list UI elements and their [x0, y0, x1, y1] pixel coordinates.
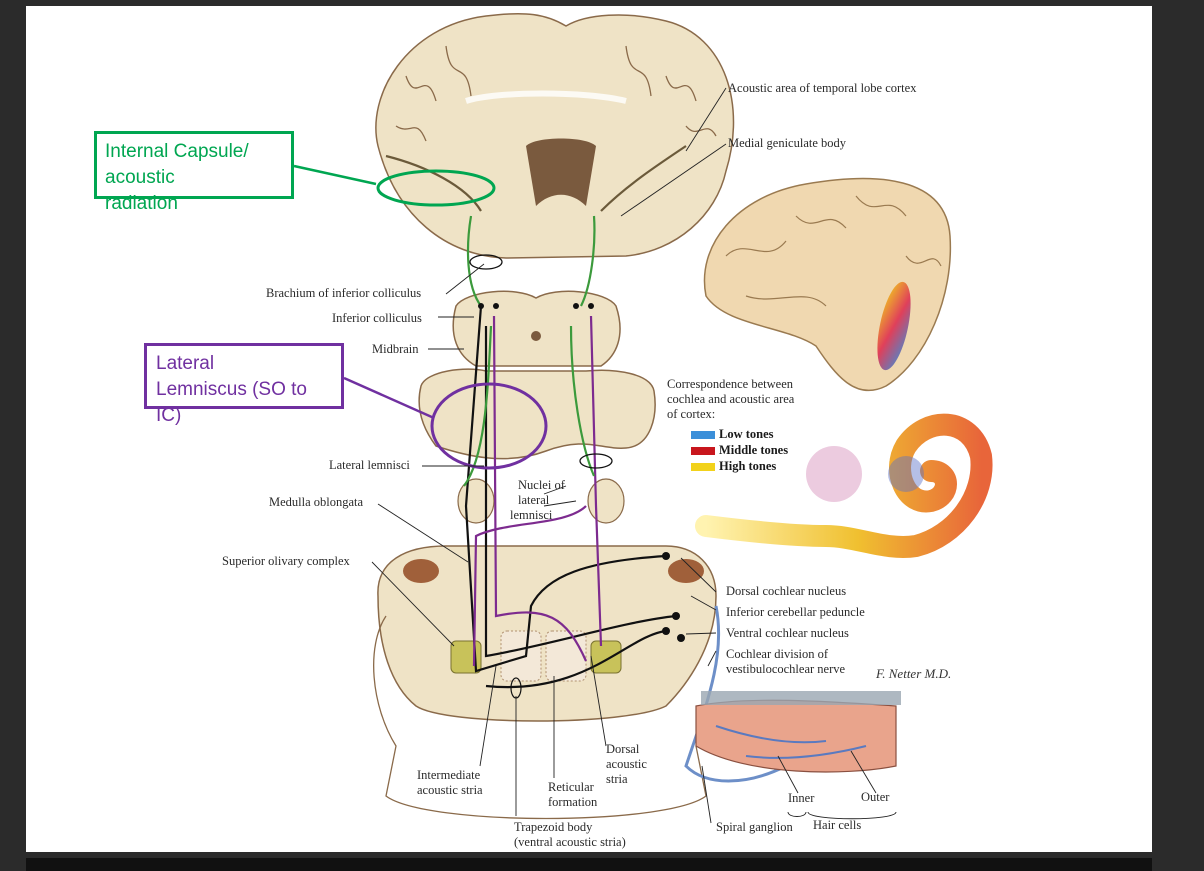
- label-outer: Outer: [861, 790, 890, 804]
- legend-middle-tones: Middle tones: [719, 443, 788, 457]
- label-lateral-lemnisci: Lateral lemnisci: [329, 458, 410, 472]
- cochlear-nerve: [684, 605, 787, 783]
- slide: F. Netter M.D. Acoustic area of temporal…: [26, 6, 1152, 852]
- label-dorsal-cochlear-nucleus: Dorsal cochlear nucleus: [726, 584, 846, 598]
- nucleus-lateral-lemniscus-left: [457, 478, 495, 524]
- label-inferior-colliculus: Inferior colliculus: [332, 311, 422, 325]
- label-inner: Inner: [788, 791, 815, 805]
- purple-pathway-3: [472, 505, 587, 667]
- black-pathway-3: [485, 629, 667, 689]
- internal-capsule-oval: [376, 169, 496, 207]
- label-trapezoid-2: (ventral acoustic stria): [514, 835, 626, 849]
- superior-olive-right: [590, 640, 622, 674]
- correspondence-caption-3: of cortex:: [667, 407, 715, 421]
- label-intermediate-stria-1: Intermediate: [417, 768, 481, 782]
- label-nuclei-2: lateral: [518, 493, 550, 507]
- cerebrum-section: [375, 12, 735, 259]
- signature: F. Netter M.D.: [875, 666, 951, 681]
- label-ventral-cochlear-nucleus: Ventral cochlear nucleus: [726, 626, 849, 640]
- label-inferior-cerebellar-peduncle: Inferior cerebellar peduncle: [726, 605, 865, 619]
- medulla-section: [377, 545, 717, 722]
- green-pathway-left: [466, 215, 482, 307]
- reticular-formation-left: [500, 630, 542, 682]
- correspondence-caption-2: cochlea and acoustic area: [667, 392, 795, 406]
- cerebrum-gyri: [395, 45, 717, 142]
- label-midbrain: Midbrain: [372, 342, 419, 356]
- label-hair-cells: Hair cells: [813, 818, 861, 832]
- label-cochlear-division-2: vestibulocochlear nerve: [726, 662, 845, 676]
- purple-pathway-2: [589, 315, 603, 647]
- green-pathway-right-2: [569, 325, 596, 477]
- label-brachium: Brachium of inferior colliculus: [266, 286, 421, 300]
- label-spiral-ganglion: Spiral ganglion: [716, 820, 793, 834]
- internal-capsule-connector: [293, 164, 377, 186]
- lateral-lemniscus-oval: [430, 382, 548, 470]
- cochlea-spiral: [695, 413, 993, 558]
- label-dorsal-stria-2: acoustic: [606, 757, 647, 771]
- lateral-lemniscus-annotation: Lateral Lemniscus (SO to IC): [144, 343, 344, 426]
- acoustic-radiation-left: [385, 154, 482, 212]
- label-reticular-1: Reticular: [548, 780, 595, 794]
- bottom-bar: [26, 858, 1152, 871]
- label-trapezoid-1: Trapezoid body: [514, 820, 593, 834]
- green-pathway-right: [580, 215, 596, 307]
- black-pathway-2: [484, 326, 677, 658]
- label-nuclei-1: Nuclei of: [518, 478, 566, 492]
- label-acoustic-area: Acoustic area of temporal lobe cortex: [728, 81, 917, 95]
- label-superior-olivary: Superior olivary complex: [222, 554, 350, 568]
- green-pathway-left-2: [463, 325, 493, 487]
- label-cochlear-division-1: Cochlear division of: [726, 647, 829, 661]
- acoustic-area-tonotopy: [877, 281, 911, 371]
- correspondence-caption-1: Correspondence between: [667, 377, 794, 391]
- purple-pathway-1: [492, 315, 588, 662]
- lateral-lemniscus-connector: [343, 376, 435, 420]
- label-dorsal-stria-1: Dorsal: [606, 742, 640, 756]
- lateral-brain: [703, 177, 952, 392]
- ventricle: [526, 138, 596, 206]
- legend-high-tones: High tones: [719, 459, 776, 473]
- nucleus-lateral-lemniscus-right: [587, 478, 625, 524]
- label-intermediate-stria-2: acoustic stria: [417, 783, 483, 797]
- label-reticular-2: formation: [548, 795, 598, 809]
- label-nuclei-3: lemnisci: [510, 508, 553, 522]
- organ-of-corti: [695, 699, 897, 773]
- label-medulla: Medulla oblongata: [269, 495, 364, 509]
- label-medial-geniculate: Medial geniculate body: [728, 136, 847, 150]
- auditory-pathway-diagram: F. Netter M.D. Acoustic area of temporal…: [222, 12, 993, 849]
- pons-section: [418, 368, 656, 460]
- legend-low-tones: Low tones: [719, 427, 774, 441]
- internal-capsule-annotation: Internal Capsule/ acoustic radiation: [94, 131, 294, 214]
- tone-legend: [691, 431, 715, 471]
- label-dorsal-stria-3: stria: [606, 772, 628, 786]
- acoustic-radiation-right: [600, 145, 687, 212]
